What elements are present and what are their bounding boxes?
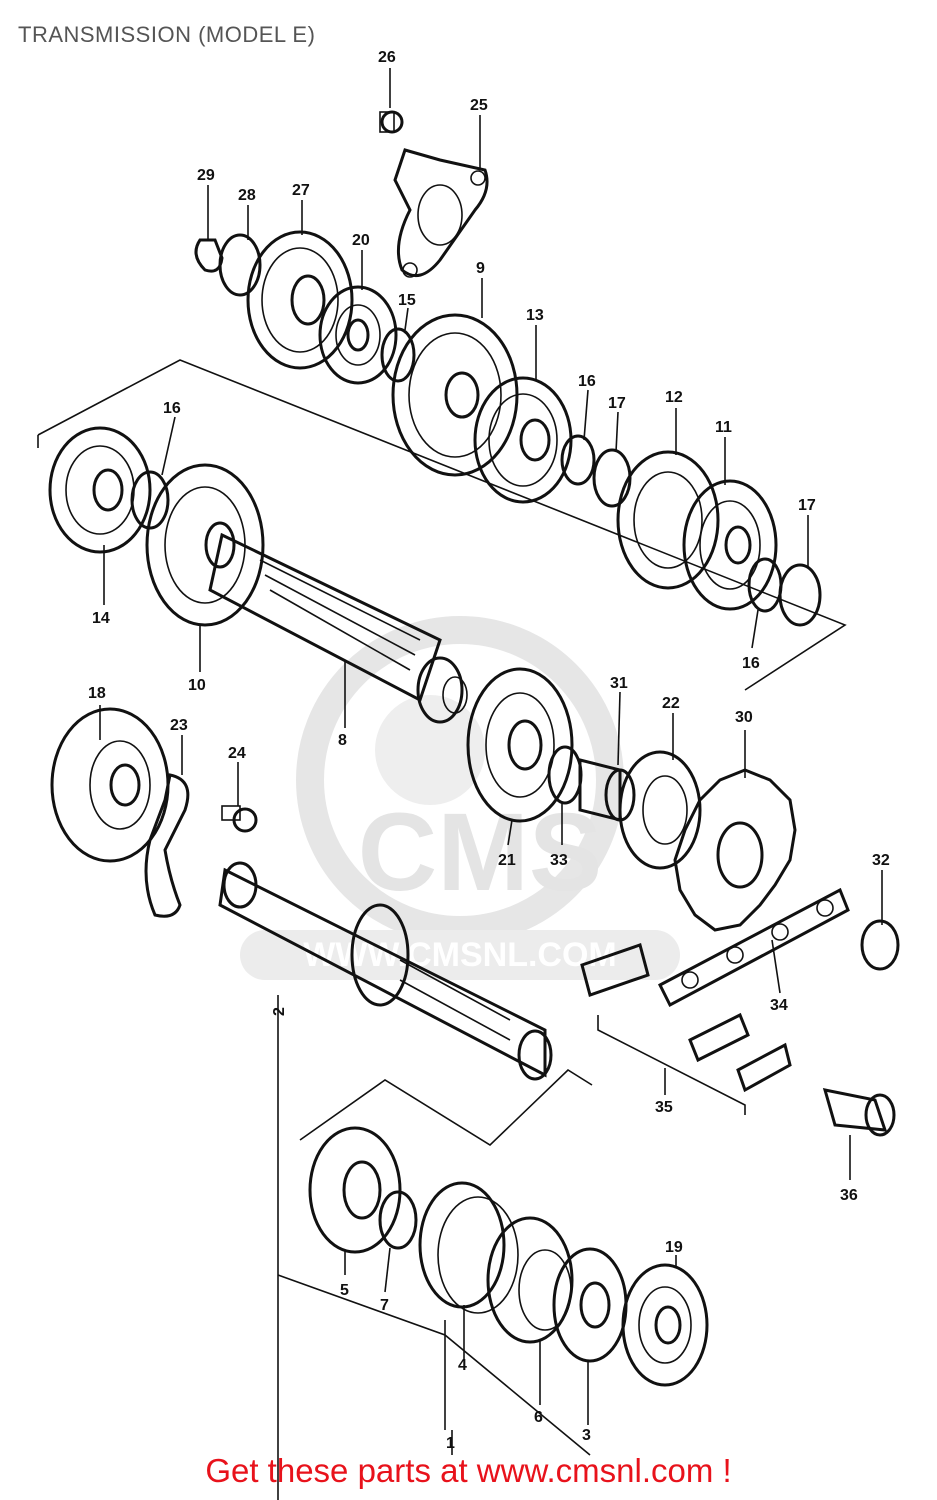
- drive-chain-34-part: [658, 887, 850, 1008]
- callout-17a: 17: [608, 395, 626, 412]
- bolt-26-part: [379, 110, 404, 134]
- callout-32: 32: [872, 852, 890, 869]
- callout-17b: 16: [742, 655, 760, 672]
- callout-1: 1: [446, 1435, 455, 1452]
- callout-15: 15: [398, 292, 416, 309]
- callout-12: 12: [665, 389, 683, 406]
- callout-2: 2: [271, 1007, 288, 1016]
- callout-31: 31: [610, 675, 628, 692]
- callout-16c: 16: [163, 400, 181, 417]
- gear-5-part: [308, 1126, 402, 1254]
- callout-6: 6: [534, 1409, 543, 1426]
- circlip-16b-part: [778, 563, 822, 627]
- callout-19: 19: [665, 1239, 683, 1256]
- callout-20: 20: [352, 232, 370, 249]
- callout-11: 11: [715, 419, 732, 436]
- callout-26: 26: [378, 49, 396, 66]
- callout-7: 7: [380, 1297, 389, 1314]
- gear-4-part: [418, 1181, 519, 1314]
- callout-27: 27: [292, 182, 310, 199]
- watermark-logo: CMS WWW.CMSNL.COM: [240, 616, 680, 980]
- callout-33: 33: [550, 852, 568, 869]
- circlip-7-part: [378, 1190, 418, 1250]
- callout-30: 30: [735, 709, 753, 726]
- washer-15-part: [380, 327, 416, 383]
- retainer-23-part: [144, 773, 190, 918]
- washer-28-part: [218, 233, 262, 297]
- callout-16a: 16: [578, 373, 596, 390]
- circlip-16c-part: [130, 470, 170, 530]
- callout-25: 25: [470, 97, 488, 114]
- gear-27-part: [246, 230, 354, 370]
- footer-link-text[interactable]: Get these parts at www.cmsnl.com !: [205, 1452, 732, 1489]
- callouts: 26 25 29 28 27 20 9 15 13 16 17 12 11 16…: [88, 49, 890, 1452]
- bearing-19-part: [621, 1263, 709, 1387]
- retainer-plate-25-part: [393, 148, 489, 278]
- group-bracket-countershaft: [37, 359, 847, 691]
- chain-joint-35-part: [580, 943, 792, 1115]
- collar-36-part: [822, 1088, 896, 1137]
- spacer-31-part: [578, 758, 636, 822]
- washer-17a-part: [592, 448, 632, 508]
- circlip-33-part: [547, 745, 583, 805]
- callout-5: 5: [340, 1282, 349, 1299]
- clip-32-part: [860, 919, 900, 971]
- callout-14: 14: [92, 610, 110, 627]
- page-title: TRANSMISSION (MODEL E): [18, 22, 316, 47]
- gear-14-part: [48, 426, 152, 554]
- gear-3-part: [552, 1247, 628, 1363]
- screw-24-part: [221, 805, 258, 833]
- gear-11-part: [682, 479, 778, 611]
- watermark-url: WWW.CMSNL.COM: [303, 936, 617, 974]
- callout-22: 22: [662, 695, 680, 712]
- sprocket-30-part: [673, 768, 797, 932]
- bearing-21-part: [466, 667, 574, 823]
- gear-9-part: [391, 313, 519, 477]
- mainshaft-2-part: [218, 861, 553, 1081]
- callout-21: 21: [498, 852, 516, 869]
- callout-9: 9: [476, 260, 485, 277]
- gear-6-part: [486, 1216, 574, 1344]
- callout-4: 4: [458, 1357, 467, 1374]
- callout-29: 29: [197, 167, 215, 184]
- circlip-29-part: [194, 238, 224, 273]
- callout-10: 10: [188, 677, 206, 694]
- countershaft-8-part: [208, 532, 468, 724]
- callout-13: 13: [526, 307, 544, 324]
- leader-lines: [99, 68, 883, 1455]
- bearing-20-part: [318, 285, 398, 385]
- callout-35: 35: [655, 1099, 673, 1116]
- callout-28: 28: [238, 187, 256, 204]
- oil-seal-22-part: [618, 750, 702, 870]
- callout-8: 8: [338, 732, 347, 749]
- circlip-16a-part: [560, 434, 596, 486]
- gear-12-part: [616, 450, 720, 590]
- callout-18: 18: [88, 685, 106, 702]
- callout-24: 24: [228, 745, 246, 762]
- callout-23: 23: [170, 717, 188, 734]
- callout-16b: 17: [798, 497, 816, 514]
- callout-34: 34: [770, 997, 788, 1014]
- group-bracket-mainshaft: [299, 1068, 593, 1147]
- gear-13-part: [473, 376, 573, 504]
- callout-3: 3: [582, 1427, 591, 1444]
- callout-36: 36: [840, 1187, 858, 1204]
